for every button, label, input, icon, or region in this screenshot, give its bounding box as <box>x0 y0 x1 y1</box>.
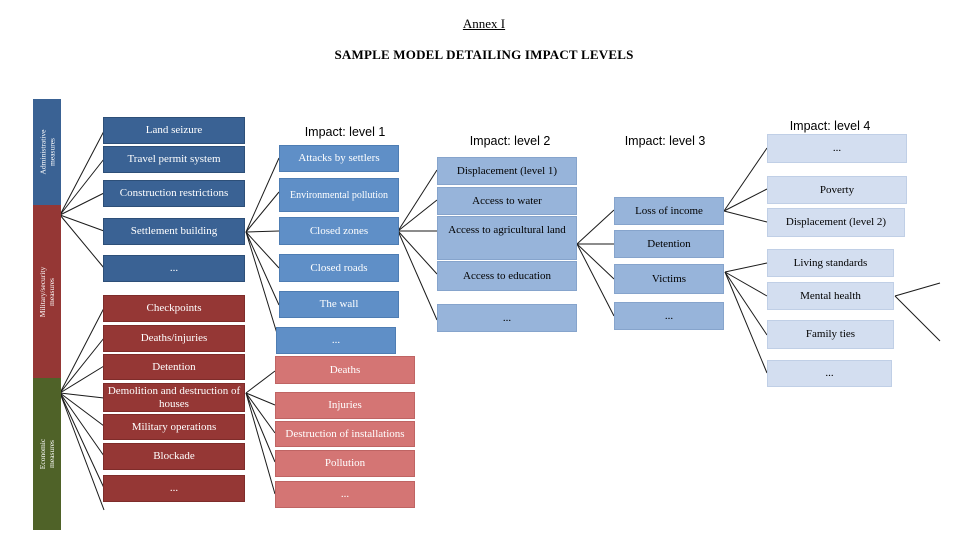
l1-pollution: Pollution <box>275 450 415 477</box>
measure-blockade: Blockade <box>103 443 245 470</box>
l4-more-bottom: ... <box>767 360 892 387</box>
page-title: SAMPLE MODEL DETAILING IMPACT LEVELS <box>334 47 634 62</box>
l1-attacks-by-settlers: Attacks by settlers <box>279 145 399 172</box>
l1-the-wall: The wall <box>279 291 399 318</box>
measure-deaths-injuries: Deaths/injuries <box>103 325 245 352</box>
category-administrative: Administrative measures <box>33 99 61 205</box>
l4-more-top: ... <box>767 134 907 163</box>
l1-environmental-pollution: Environmental pollution <box>279 178 399 212</box>
l2-access-water: Access to water <box>437 187 577 215</box>
l2-access-education: Access to education <box>437 261 577 291</box>
measure-detention: Detention <box>103 354 245 380</box>
level-3-header: Impact: level 3 <box>624 134 706 148</box>
l1-injuries: Injuries <box>275 392 415 419</box>
category-economic: Economic measures <box>33 378 61 530</box>
level-2-header: Impact: level 2 <box>469 134 551 148</box>
measure-military-operations: Military operations <box>103 414 245 440</box>
l4-mental-health: Mental health <box>767 282 894 310</box>
measure-admin-more: ... <box>103 255 245 282</box>
measure-checkpoints: Checkpoints <box>103 295 245 322</box>
level-1-header: Impact: level 1 <box>304 125 386 139</box>
measure-demolition: Demolition and destruction of houses <box>103 383 245 412</box>
l1-deaths: Deaths <box>275 356 415 384</box>
measure-settlement-building: Settlement building <box>103 218 245 245</box>
l1-closed-zones: Closed zones <box>279 217 399 245</box>
l2-displacement-level-1: Displacement (level 1) <box>437 157 577 185</box>
l3-more: ... <box>614 302 724 330</box>
l4-poverty: Poverty <box>767 176 907 204</box>
measure-construction-restrictions: Construction restrictions <box>103 180 245 207</box>
l1-blue-more: ... <box>276 327 396 354</box>
l4-displacement-level-2: Displacement (level 2) <box>767 208 905 237</box>
level-4-header: Impact: level 4 <box>789 119 871 133</box>
l2-more: ... <box>437 304 577 332</box>
l4-living-standards: Living standards <box>767 249 894 277</box>
measure-travel-permit: Travel permit system <box>103 146 245 173</box>
measure-land-seizure: Land seizure <box>103 117 245 144</box>
l3-victims: Victims <box>614 264 724 294</box>
measure-military-more: ... <box>103 475 245 502</box>
l4-family-ties: Family ties <box>767 320 894 349</box>
l1-destruction-installations: Destruction of installations <box>275 421 415 447</box>
l1-red-more: ... <box>275 481 415 508</box>
category-military: Military/security measures <box>33 205 61 378</box>
l3-detention: Detention <box>614 230 724 258</box>
annex-label: Annex I <box>462 16 506 31</box>
l2-access-agricultural-land: Access to agricultural land <box>437 216 577 260</box>
l3-loss-of-income: Loss of income <box>614 197 724 225</box>
l1-closed-roads: Closed roads <box>279 254 399 282</box>
